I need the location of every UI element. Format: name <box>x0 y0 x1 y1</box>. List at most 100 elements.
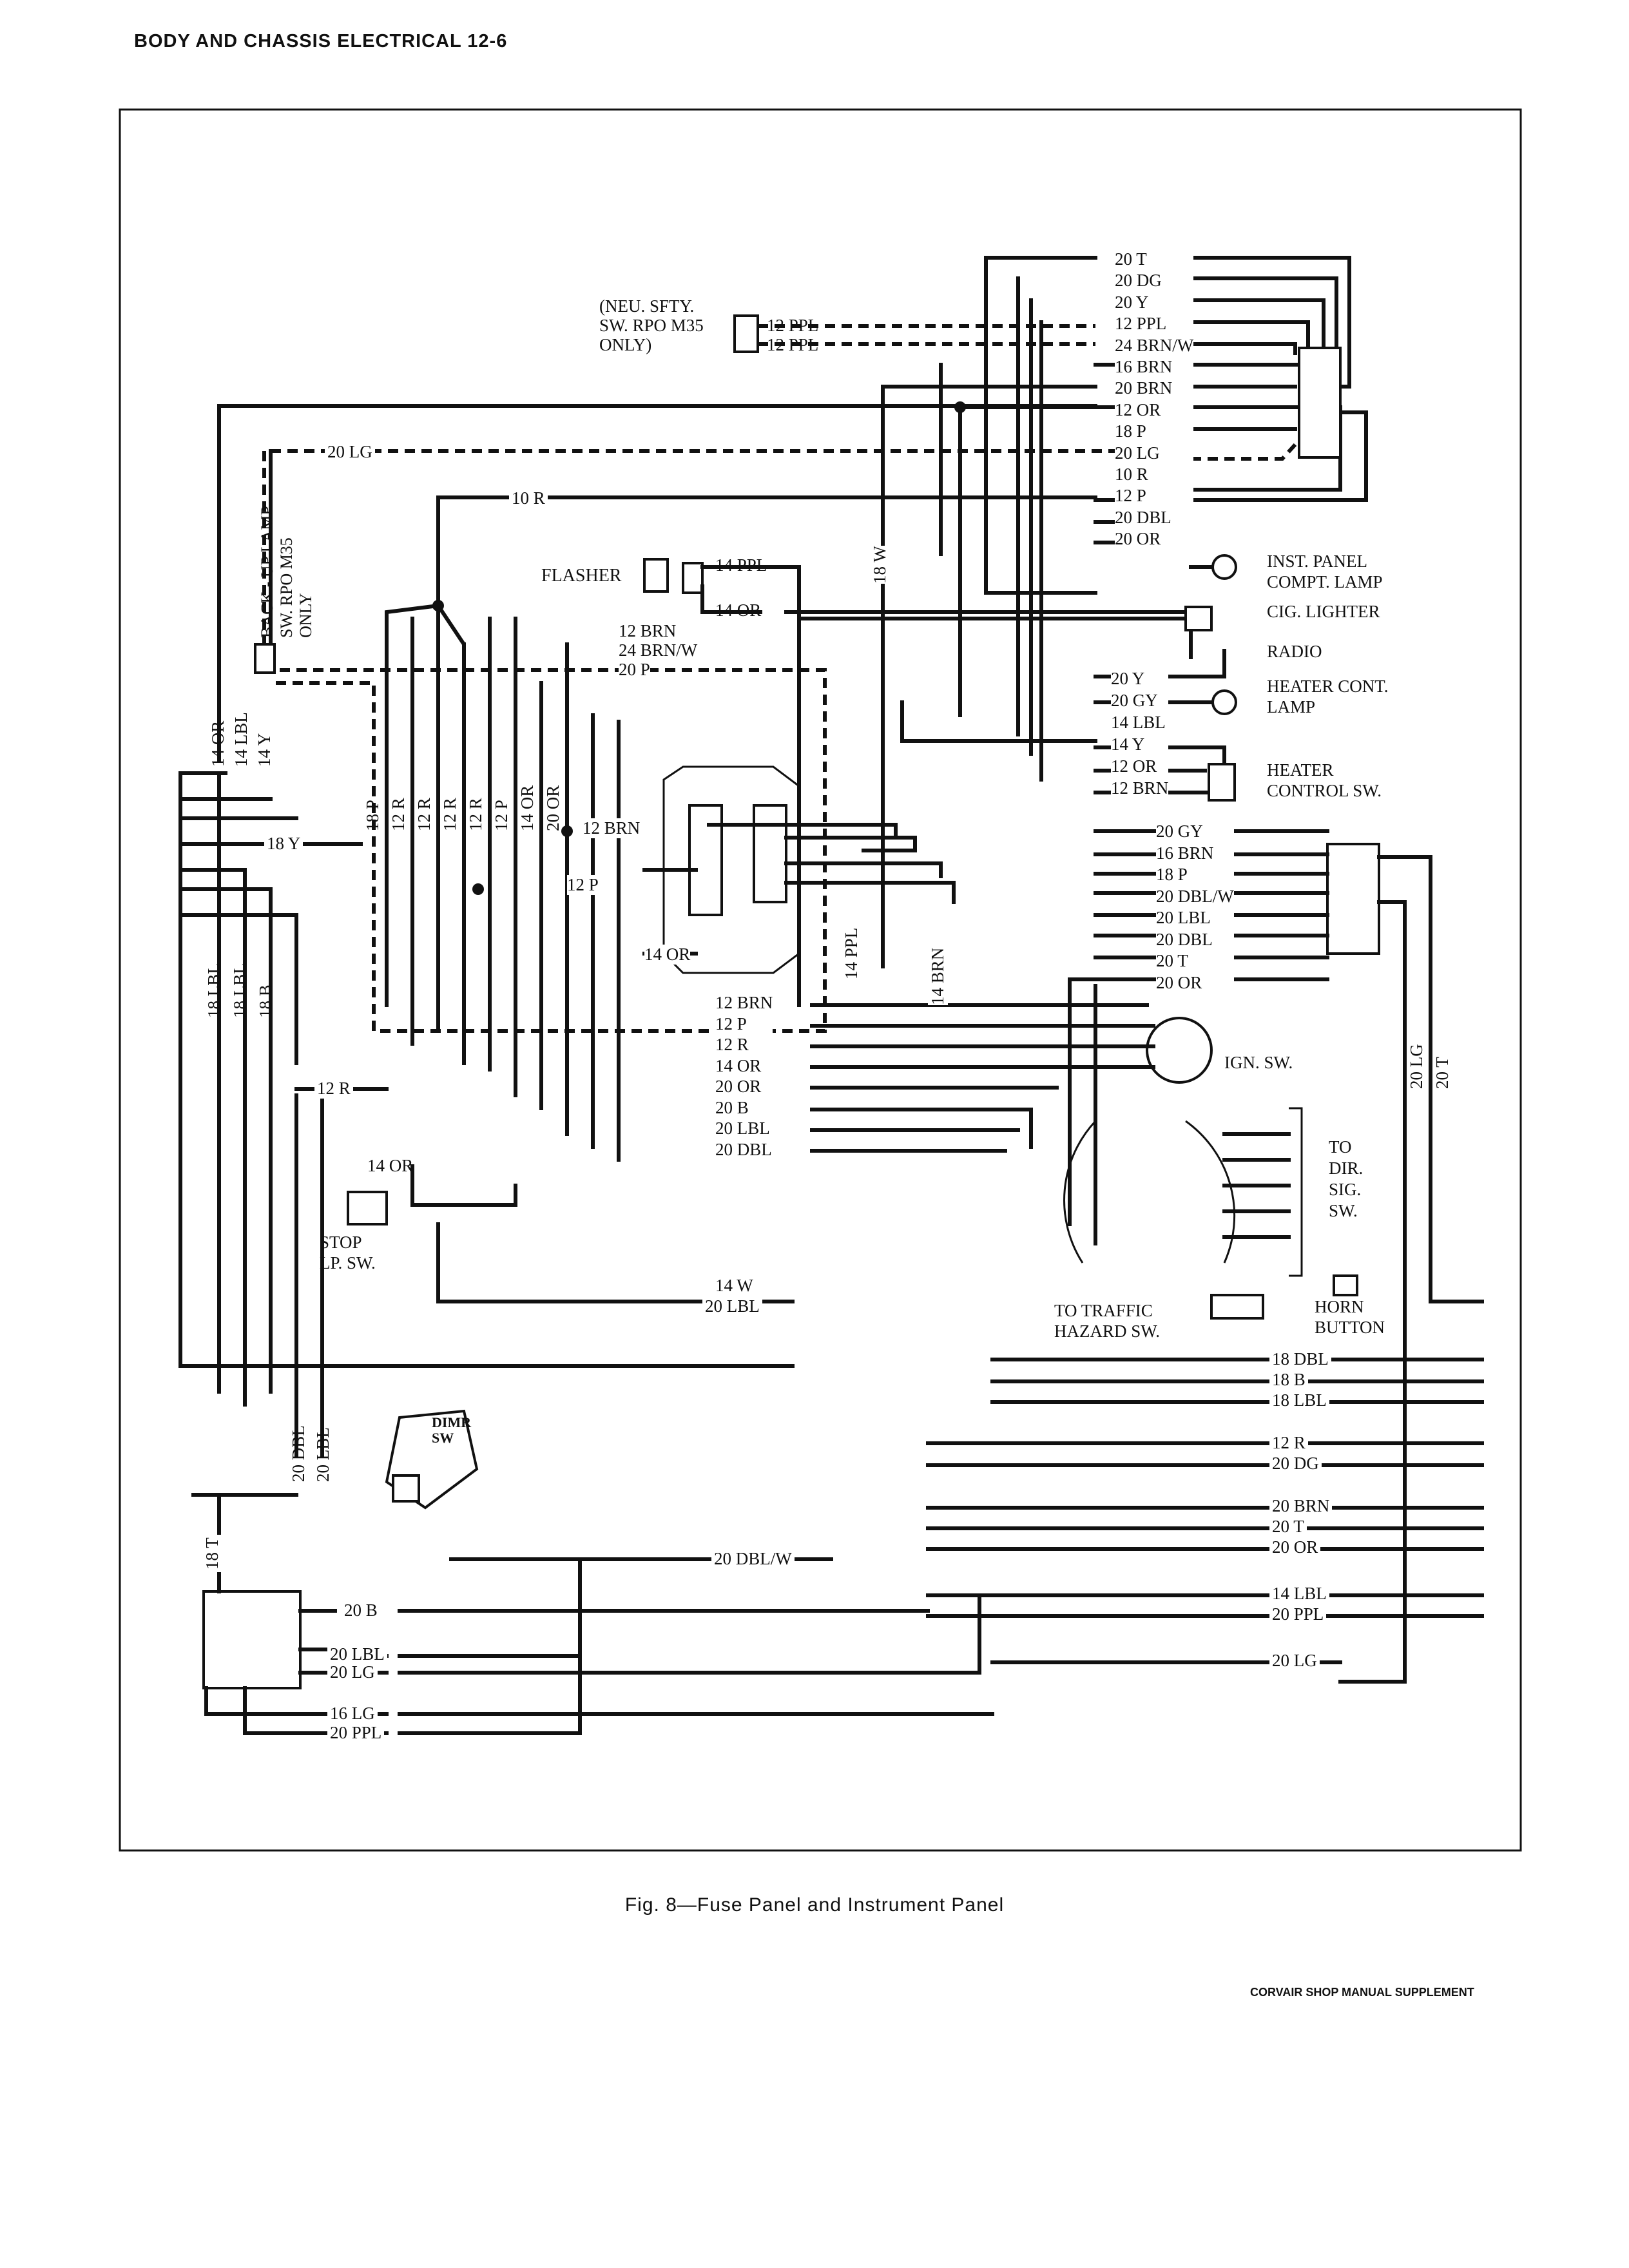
component-label: RADIO <box>1267 642 1322 661</box>
fuse-wire: 24 BRN/W <box>619 640 698 660</box>
note-line: BACK - UP LAMP <box>258 506 276 638</box>
right-vertical-labels: 20 LG 20 T <box>1403 1044 1455 1089</box>
wire-label: 14 LBL <box>1111 713 1166 732</box>
wire-label: 20 LBL <box>313 1427 333 1482</box>
wire-label: 12 R <box>414 798 434 831</box>
component-label: CIG. LIGHTER <box>1267 602 1380 621</box>
wire-label: 14 OR <box>208 720 227 767</box>
wire-label: 20 LG <box>1407 1044 1426 1089</box>
wire-label: 12 R <box>715 1035 749 1054</box>
component-label: HEATER <box>1267 760 1334 780</box>
left-harness <box>178 404 1186 1458</box>
fuse-wire: 12 BRN <box>619 621 677 640</box>
fuse-label: 12 P <box>567 875 599 895</box>
wire-label-18t: 18 T <box>202 1535 222 1572</box>
junction-dot <box>954 401 966 413</box>
wire-label: 18 B <box>256 985 275 1018</box>
wire-label: 12 OR <box>1115 399 1161 419</box>
wire-label: 20 Y <box>1115 292 1149 312</box>
wire-label-10r: 10 R <box>509 488 548 508</box>
top-right-connector <box>1298 347 1342 459</box>
cigar-lighter <box>1184 606 1213 631</box>
wire-label-12r: 12 R <box>314 1079 353 1099</box>
backup-lamp-switch <box>254 643 276 674</box>
label-line: DIMR <box>432 1414 472 1430</box>
flasher-unit <box>643 558 669 593</box>
wire-label: 20 DBL <box>715 1139 772 1159</box>
dimmer-label: DIMR SW <box>432 1415 471 1446</box>
bottom-mid-wire: 14 W <box>713 1276 756 1296</box>
vertical-wire-labels: 18 P 12 R 12 R 12 R 12 R 12 P 14 OR 20 O… <box>360 785 566 831</box>
diagram-frame <box>119 108 1522 1852</box>
label-line: DIR. <box>1329 1158 1364 1178</box>
wire-label: 12 R <box>466 798 485 831</box>
label-line: TO TRAFFIC <box>1054 1301 1153 1320</box>
wire-label: 18 P <box>363 800 382 831</box>
horn-button-label: HORN BUTTON <box>1315 1296 1385 1338</box>
junction-dot <box>561 825 573 837</box>
figure-caption: Fig. 8—Fuse Panel and Instrument Panel <box>624 1894 1005 1916</box>
wire-label: 12 P <box>1115 486 1146 506</box>
neutral-wire-label: 12 PPL <box>767 316 819 335</box>
component-label: CONTROL SW. <box>1267 781 1382 800</box>
label-line: HORN <box>1315 1297 1364 1316</box>
wire-label: 10 R <box>1115 465 1148 485</box>
wire-label-20lg: 20 LG <box>325 442 375 462</box>
vertical-wire-label: 14 PPL <box>842 927 862 979</box>
right-connector-wire-list: 20 GY 16 BRN 18 P 20 DBL/W 20 LBL 20 DBL… <box>1156 821 1234 994</box>
vertical-wire-label: 18 W <box>870 546 890 584</box>
headlamp-switch <box>202 1590 302 1689</box>
headlamp-wire: 20 LG <box>327 1662 378 1682</box>
bottom-right-wire: 12 R <box>1269 1433 1308 1453</box>
wire-label: 16 BRN <box>1156 843 1214 863</box>
headlamp-wire: 20 LBL <box>327 1644 387 1664</box>
heater-wire-list: 20 Y 20 GY 14 LBL 14 Y 12 OR 12 BRN <box>1111 668 1169 799</box>
bottom-right-wire: 18 B <box>1269 1370 1308 1390</box>
panel-lamp <box>1211 554 1237 580</box>
wire-label: 20 LBL <box>1156 908 1211 927</box>
bottom-right-wire: 20 OR <box>1269 1537 1321 1557</box>
component-label: LAMP <box>1267 697 1316 716</box>
traffic-hazard-switch <box>1210 1294 1264 1320</box>
vertical-wire-labels-left: 14 OR 14 LBL 14 Y <box>206 712 276 767</box>
page-header: BODY AND CHASSIS ELECTRICAL 12-6 <box>134 31 508 52</box>
wire-label: 20 GY <box>1111 691 1158 710</box>
headlamp-wire: 16 LG <box>327 1704 378 1724</box>
wire-label: 12 OR <box>1111 756 1157 776</box>
label-line: LP. SW. <box>320 1253 376 1273</box>
stop-lamp-switch <box>347 1191 388 1225</box>
component-label: COMPT. LAMP <box>1267 572 1383 591</box>
note-line: SW. RPO M35 <box>277 537 296 638</box>
fuse-panel <box>642 765 956 974</box>
wire-label: 14 OR <box>517 785 537 831</box>
wire-label: 20 DBL/W <box>1156 886 1234 906</box>
wire-label: 20 OR <box>543 785 563 831</box>
wire-label: 18 LBL <box>204 963 224 1018</box>
note-line: (NEU. SFTY. <box>599 296 695 316</box>
bottom-right-wire: 20 PPL <box>1269 1604 1327 1624</box>
wire-label: 12 R <box>440 798 459 831</box>
wire-label: 18 P <box>1156 865 1188 884</box>
wire-label: 12 R <box>389 798 408 831</box>
wire-label: 14 LBL <box>231 712 251 767</box>
backup-lamp-wire <box>262 451 827 1033</box>
wire-label-dbl-w: 20 DBL/W <box>711 1549 795 1569</box>
stop-switch-wire: 14 OR <box>367 1156 414 1175</box>
label-line: SW <box>432 1430 454 1446</box>
ignition-switch-label: IGN. SW. <box>1224 1053 1293 1072</box>
wire-label: 20 DBL <box>1156 929 1213 949</box>
wire-label: 20 T <box>1156 951 1188 970</box>
wire-label: 18 LBL <box>230 963 249 1018</box>
headlamp-wire: 20 B <box>342 1600 380 1620</box>
dimmer-connector <box>392 1474 420 1503</box>
junction-dot <box>432 600 444 611</box>
ignition-wire-list: 12 BRN 12 P 12 R 14 OR 20 OR 20 B 20 LBL… <box>715 992 773 1160</box>
wire-label: 20 OR <box>1115 529 1161 549</box>
component-label: HEATER CONT. <box>1267 677 1389 696</box>
label-line: SIG. <box>1329 1180 1362 1199</box>
wire-label: 12 P <box>715 1014 747 1033</box>
backup-lamp-note: BACK - UP LAMP SW. RPO M35 ONLY <box>258 506 316 638</box>
neutral-switch-note: (NEU. SFTY. SW. RPO M35 ONLY) <box>599 296 704 354</box>
wire-label: 14 Y <box>255 733 274 767</box>
wire-label: 20 DBL <box>289 1425 308 1482</box>
